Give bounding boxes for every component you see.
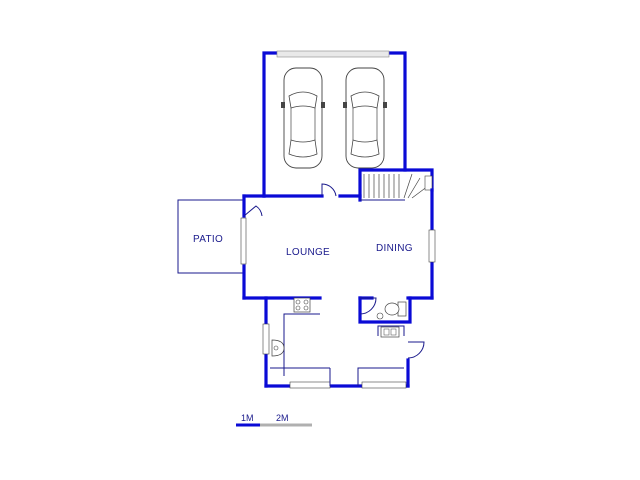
room-label-patio: PATIO (193, 234, 223, 245)
kitchen-window-left (262, 323, 270, 355)
car-icon (343, 67, 387, 169)
patio: PATIO (177, 199, 244, 274)
guest-toilet-counter (377, 325, 405, 336)
toilet-icon (384, 301, 407, 317)
garage-door (276, 50, 390, 58)
stove-icon (293, 297, 311, 313)
patio-door-swing (243, 205, 263, 217)
basin-icon (271, 339, 285, 357)
stair-walls (358, 168, 434, 202)
kitchen (262, 296, 425, 389)
scale-label-1m: 1M (241, 413, 254, 423)
dining-window (428, 229, 436, 263)
guest-toilet (358, 296, 412, 338)
car-icon (281, 67, 325, 169)
kitchen-window-bottom-1 (289, 381, 331, 389)
guest-toilet-walls (358, 296, 412, 324)
room-label-dining: DINING (376, 243, 413, 254)
kitchen-counter-left (283, 313, 320, 376)
garage (262, 50, 407, 198)
back-door-swing (407, 341, 425, 359)
garage-door-swing (321, 183, 337, 197)
room-label-lounge: LOUNGE (286, 247, 330, 258)
kitchen-window-bottom-2 (361, 381, 407, 389)
patio-outline (177, 199, 244, 274)
patio-sliding-door (240, 217, 247, 265)
guest-toilet-door-swing (359, 297, 377, 315)
scale-label-2m: 2M (276, 413, 289, 423)
washbasin-icon (376, 312, 384, 320)
kitchen-counter-right (357, 367, 404, 386)
scale-bar: 1M 2M (236, 413, 312, 427)
staircase-icon (358, 168, 434, 202)
sink-icon (380, 326, 400, 338)
